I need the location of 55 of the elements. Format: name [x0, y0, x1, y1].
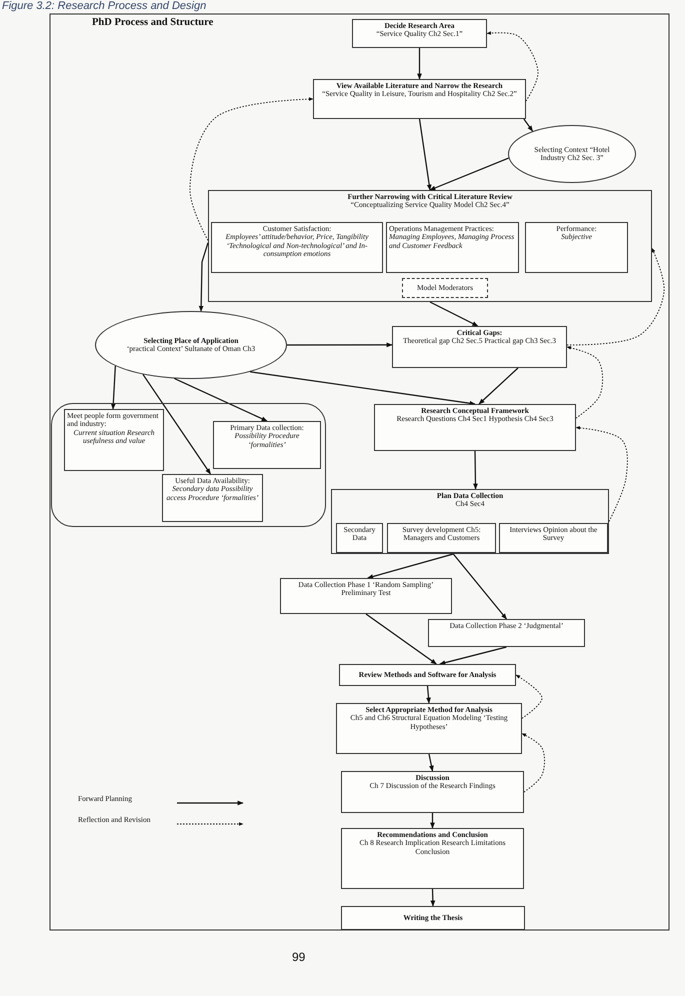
process-box	[386, 222, 519, 273]
process-box	[162, 474, 263, 522]
group-box	[331, 489, 609, 554]
arrow	[452, 554, 507, 620]
process-box	[341, 906, 525, 930]
arrow	[110, 366, 116, 410]
process-box	[64, 409, 164, 471]
arrow	[426, 686, 431, 704]
process-box	[339, 664, 516, 686]
process-box	[336, 523, 383, 553]
process-box	[280, 578, 452, 614]
arrow	[287, 342, 393, 348]
process-box	[499, 523, 608, 553]
arrow	[478, 368, 518, 404]
dotted-arrow	[486, 31, 538, 102]
page-number: 99	[292, 950, 306, 964]
arrow	[430, 888, 436, 907]
arrow	[430, 813, 435, 829]
dotted-arrow	[522, 733, 545, 792]
arrow	[473, 451, 478, 490]
diagram-title: PhD Process and Structure	[92, 17, 214, 28]
process-box	[387, 523, 496, 553]
dotted-arrow	[190, 97, 314, 241]
process-box	[341, 771, 524, 813]
arrow	[417, 48, 422, 80]
group-box	[208, 190, 652, 302]
arrow	[367, 553, 454, 579]
dashed-box	[402, 278, 488, 298]
arrow	[523, 118, 534, 132]
process-box	[313, 79, 526, 119]
arrow	[366, 614, 437, 664]
process-box	[341, 828, 524, 889]
arrow	[198, 242, 209, 312]
process-box	[352, 19, 487, 48]
process-box	[336, 703, 522, 754]
arrow	[418, 118, 432, 191]
process-box	[211, 222, 383, 273]
arrow	[428, 754, 434, 772]
arrow	[429, 157, 509, 191]
process-box	[213, 421, 321, 469]
figure-caption: Figure 3.2: Research Process and Design	[2, 0, 206, 12]
dotted-arrow	[516, 674, 542, 719]
process-box	[525, 222, 628, 273]
process-box	[374, 404, 576, 451]
process-box	[428, 619, 585, 647]
dotted-arrow	[566, 248, 665, 346]
process-box	[392, 326, 567, 368]
rounded-group-box	[51, 403, 326, 527]
arrow	[142, 374, 211, 474]
arrow	[174, 378, 268, 422]
arrow	[250, 371, 476, 406]
dotted-arrow	[566, 346, 604, 419]
arrow	[430, 301, 478, 327]
dotted-arrow	[576, 426, 628, 522]
arrow	[439, 646, 507, 665]
